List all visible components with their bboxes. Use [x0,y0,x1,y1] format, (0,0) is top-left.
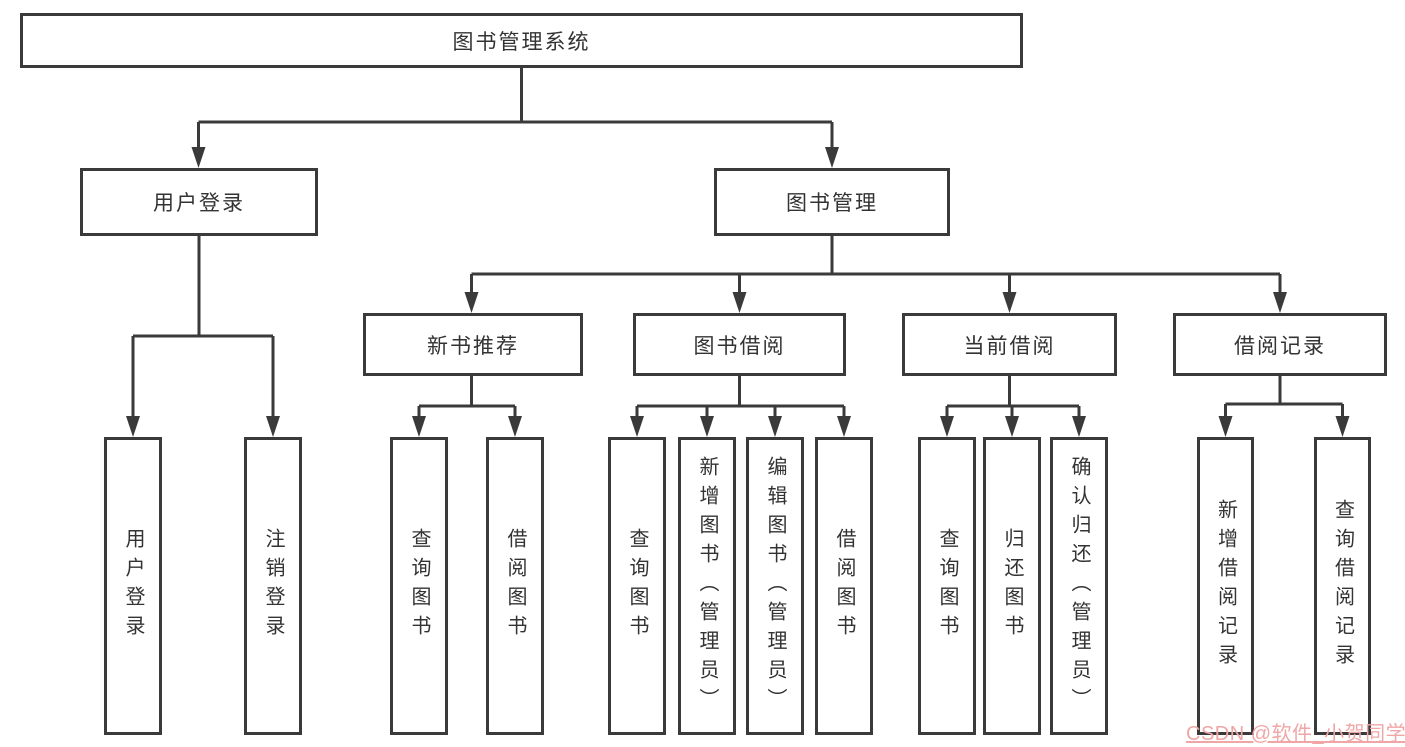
connector-borrowing-records-to-children [1224,376,1344,419]
connector-user-login-to-children [131,236,275,419]
node-book-borrowing: 图书借阅 [633,313,846,376]
arrowhead-icon [825,147,839,168]
connector-current-borrowing-to-children [945,376,1081,419]
connector-book-borrowing-to-children [635,376,846,419]
arrowhead-icon [630,416,644,437]
leaf-return-books: 归还图书 [983,437,1041,735]
leaf-confirm-return-admin: 确认归还（管理员） [1050,437,1108,735]
connector-new-book-recommendation-to-children [417,376,517,419]
arrowhead-icon [508,416,522,437]
arrowhead-icon [940,416,954,437]
node-book-management: 图书管理 [714,168,950,236]
csdn-watermark: CSDN @软件_小贺同学 [1186,723,1405,745]
leaf-logout: 注销登录 [244,437,302,735]
arrowhead-icon [1335,416,1350,437]
arrowhead-icon [1002,292,1017,313]
arrowhead-icon [1072,416,1086,437]
arrowhead-icon [126,416,140,437]
leaf-add-book-admin: 新增图书（管理员） [678,437,736,735]
node-new-book-recommendation: 新书推荐 [363,313,583,376]
leaf-query-books: 查询图书 [390,437,448,735]
arrowhead-icon [732,292,747,313]
leaf-query-borrow-record: 查询借阅记录 [1314,437,1371,735]
node-current-borrowing: 当前借阅 [902,313,1117,376]
node-user-login: 用户登录 [80,168,318,236]
arrowhead-icon [266,416,280,437]
leaf-query-books-3: 查询图书 [918,437,976,735]
arrowhead-icon [464,292,479,313]
leaf-edit-book-admin: 编辑图书（管理员） [746,437,804,735]
arrowhead-icon [700,416,714,437]
node-library-management-system: 图书管理系统 [20,13,1023,68]
node-borrowing-records: 借阅记录 [1173,313,1387,376]
arrowhead-icon [412,416,426,437]
leaf-user-login: 用户登录 [104,437,162,735]
leaf-query-books-2: 查询图书 [608,437,666,735]
arrowhead-icon [191,147,206,168]
arrowhead-icon [1218,416,1233,437]
leaf-borrow-books: 借阅图书 [486,437,544,735]
arrowhead-icon [1005,416,1019,437]
connector-book-management-to-level3 [470,236,1282,295]
leaf-borrow-books-2: 借阅图书 [815,437,873,735]
connector-root-to-level2 [197,68,834,150]
arrowhead-icon [1273,292,1287,313]
arrowhead-icon [768,416,782,437]
arrowhead-icon [837,416,851,437]
leaf-add-borrow-record: 新增借阅记录 [1197,437,1254,735]
